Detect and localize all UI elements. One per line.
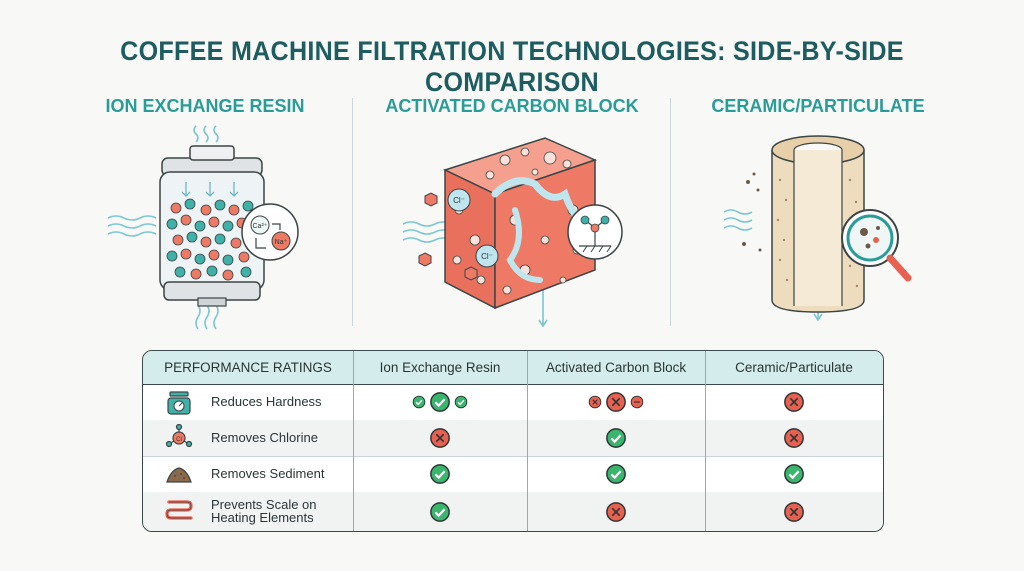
row-label-scale: Prevents Scale on Heating Elements	[211, 498, 317, 524]
activated-carbon-block-illustration: Cl⁻ Cl⁻	[402, 137, 623, 328]
rating-cell	[353, 456, 527, 492]
header-activated-carbon: Activated Carbon Block	[545, 360, 687, 375]
header-performance-ratings: PERFORMANCE RATINGS	[164, 360, 332, 375]
rating-cell	[353, 420, 527, 456]
ceramic-filter-illustration	[723, 135, 912, 322]
rating-cell	[527, 384, 705, 420]
chlorine-symbol: Cl	[176, 437, 182, 443]
row-label-scale-line1: Prevents Scale on	[211, 497, 317, 512]
table-row: Removes Sediment	[143, 456, 883, 493]
sediment-pile-icon	[166, 467, 192, 483]
rating-cell	[353, 492, 527, 531]
heading-ion-exchange: ION EXCHANGE RESIN	[105, 96, 305, 116]
check-icon	[430, 501, 450, 522]
row-label-chlorine: Removes Chlorine	[211, 430, 318, 445]
heating-element-icon	[165, 500, 193, 520]
table-divider	[527, 351, 528, 531]
check-icon	[784, 464, 804, 484]
chloride-label: Cl⁻	[481, 252, 493, 261]
cross-icon	[784, 392, 804, 412]
table-row: Reduces Hardness	[143, 384, 883, 421]
rating-cell	[705, 492, 883, 531]
cross-icon	[430, 428, 450, 448]
check-icon	[606, 428, 626, 448]
heading-ceramic: CERAMIC/PARTICULATE	[711, 96, 925, 116]
check-icon	[412, 395, 426, 409]
table-header: PERFORMANCE RATINGS Ion Exchange Resin A…	[143, 351, 883, 385]
check-icon	[430, 464, 450, 484]
performance-table: PERFORMANCE RATINGS Ion Exchange Resin A…	[142, 350, 884, 532]
cross-icon	[606, 501, 626, 522]
rating-cell	[527, 420, 705, 456]
chloride-label: Cl⁻	[453, 196, 465, 205]
scale-icon	[167, 391, 191, 415]
rating-cell	[527, 492, 705, 531]
calcium-ion-label: Ca²⁺	[253, 223, 268, 230]
row-label-hardness: Reduces Hardness	[211, 394, 322, 409]
rating-cell	[705, 420, 883, 456]
table-row: Prevents Scale on Heating Elements	[143, 492, 883, 531]
chlorine-molecule-icon: Cl	[165, 424, 193, 448]
check-icon	[606, 464, 626, 484]
cross-icon	[784, 501, 804, 522]
ion-exchange-cartridge-illustration: Ca²⁺ Na⁺	[107, 125, 299, 330]
table-row: Cl Removes Chlorine	[143, 420, 883, 457]
cross-icon	[784, 428, 804, 448]
row-label-scale-line2: Heating Elements	[211, 510, 314, 525]
heading-activated-carbon: ACTIVATED CARBON BLOCK	[385, 96, 639, 116]
check-icon	[454, 395, 468, 409]
row-label-sediment: Removes Sediment	[211, 466, 325, 481]
page-title: COFFEE MACHINE FILTRATION TECHNOLOGIES: …	[120, 36, 904, 97]
rating-cell	[527, 456, 705, 492]
sodium-ion-label: Na⁺	[275, 239, 288, 246]
check-icon	[430, 392, 450, 412]
table-divider	[705, 351, 706, 531]
header-ceramic: Ceramic/Particulate	[735, 360, 853, 375]
rating-cell	[705, 456, 883, 492]
column-divider	[670, 98, 671, 326]
rating-cell	[353, 384, 527, 420]
minus-icon	[630, 395, 644, 409]
rating-cell	[705, 384, 883, 420]
header-ion-exchange: Ion Exchange Resin	[379, 360, 501, 375]
column-divider	[352, 98, 353, 326]
cross-icon	[588, 395, 602, 409]
table-divider	[353, 351, 354, 531]
cross-icon	[606, 392, 626, 412]
